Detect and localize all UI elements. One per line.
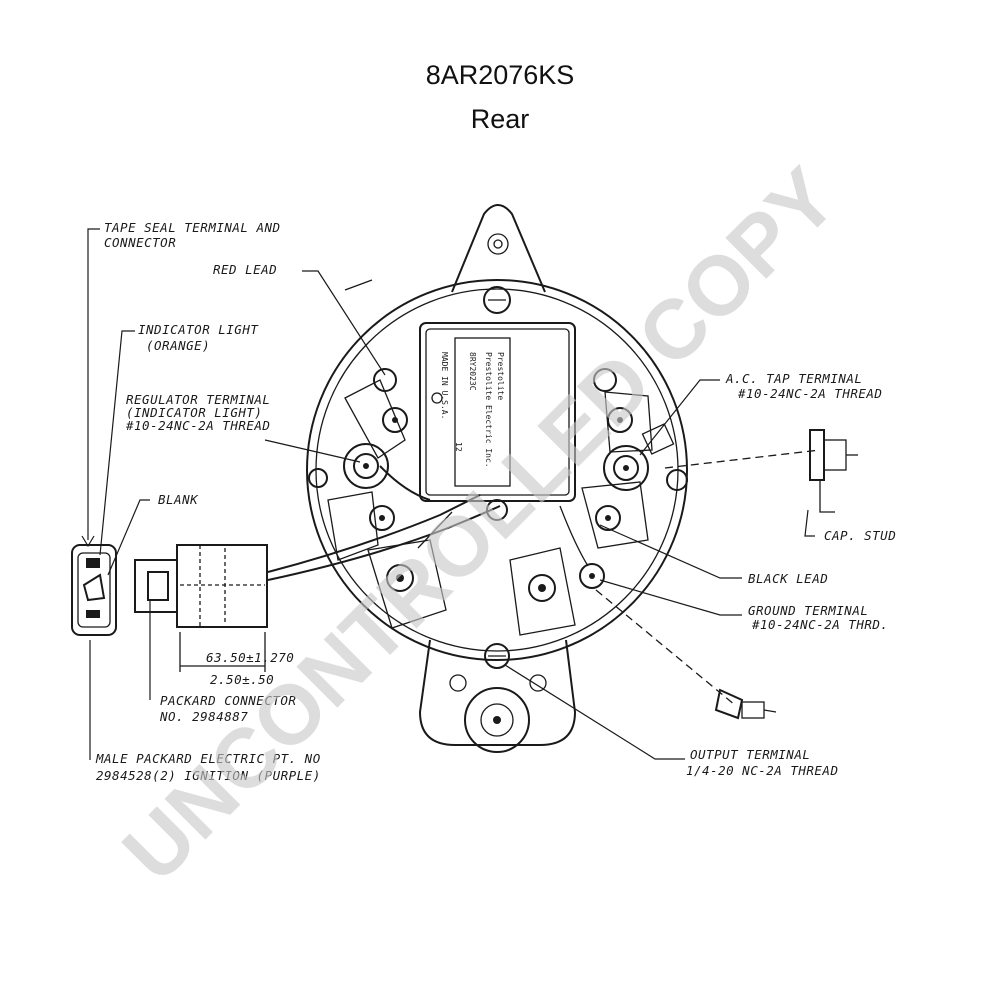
label-black-lead: BLACK LEAD [748,571,828,586]
voltage-regulator: Prestolite Prestolite Electric Inc. 8RY2… [419,322,576,502]
diagram-subtitle: Rear [470,104,530,134]
housing-studs [308,286,688,669]
label-tape-seal-2: CONNECTOR [104,235,176,250]
label-ground-terminal-1: GROUND TERMINAL [748,603,868,618]
labels: TAPE SEAL TERMINAL AND CONNECTOR RED LEA… [95,220,896,783]
label-indicator-light-2: (ORANGE) [146,338,210,353]
regulator-volts: 12 [454,442,463,452]
bottom-mount-boss [464,687,530,753]
ground-terminal-stud [579,563,605,589]
label-cap-stud: CAP. STUD [824,528,896,543]
regulator-part-number: 8RY2023C [468,352,477,391]
label-indicator-light-1: INDICATOR LIGHT [138,322,259,337]
packard-connector [134,544,268,628]
cooling-slots [327,279,653,636]
label-regulator-terminal-3: #10-24NC-2A THREAD [125,418,270,433]
label-ac-tap-2: #10-24NC-2A THREAD [737,386,882,401]
label-packard-connector-2: NO. 2984887 [159,709,248,724]
label-tape-seal-1: TAPE SEAL TERMINAL AND [104,220,281,235]
ac-tap-terminal-stud [603,423,675,491]
label-regulator-terminal-2: (INDICATOR LIGHT) [126,405,262,420]
diagram-title: 8AR2076KS [425,60,575,90]
label-regulator-terminal-1: REGULATOR TERMINAL [126,392,270,407]
wiring [267,465,589,581]
label-packard-connector-1: PACKARD CONNECTOR [160,693,296,708]
cap-stud-detail [664,429,858,513]
dimension-in: 2.50±.50 [210,672,274,687]
top-mount-hole [487,233,509,255]
label-output-terminal-1: OUTPUT TERMINAL [690,747,810,762]
leader-lines [81,228,815,760]
regulator-origin: MADE IN U.S.A. [440,352,449,419]
label-output-terminal-2: 1/4-20 NC-2A THREAD [686,763,839,778]
label-ground-terminal-2: #10-24NC-2A THRD. [751,617,888,632]
label-male-packard-2: 2984528(2) IGNITION (PURPLE) [96,768,321,783]
label-blank: BLANK [158,492,199,507]
label-male-packard-1: MALE PACKARD ELECTRIC PT. NO [95,751,321,766]
regulator-brand: Prestolite [496,352,505,400]
label-ac-tap-1: A.C. TAP TERMINAL [725,371,862,386]
dimension-callout: 63.50±1.270 2.50±.50 [179,632,294,687]
tape-seal-connector [71,544,117,636]
regulator-maker: Prestolite Electric Inc. [484,352,493,468]
regulator-terminal-stud [343,443,389,489]
dimension-mm: 63.50±1.270 [206,650,294,665]
output-terminal-detail [595,589,777,720]
label-red-lead: RED LEAD [213,262,277,277]
